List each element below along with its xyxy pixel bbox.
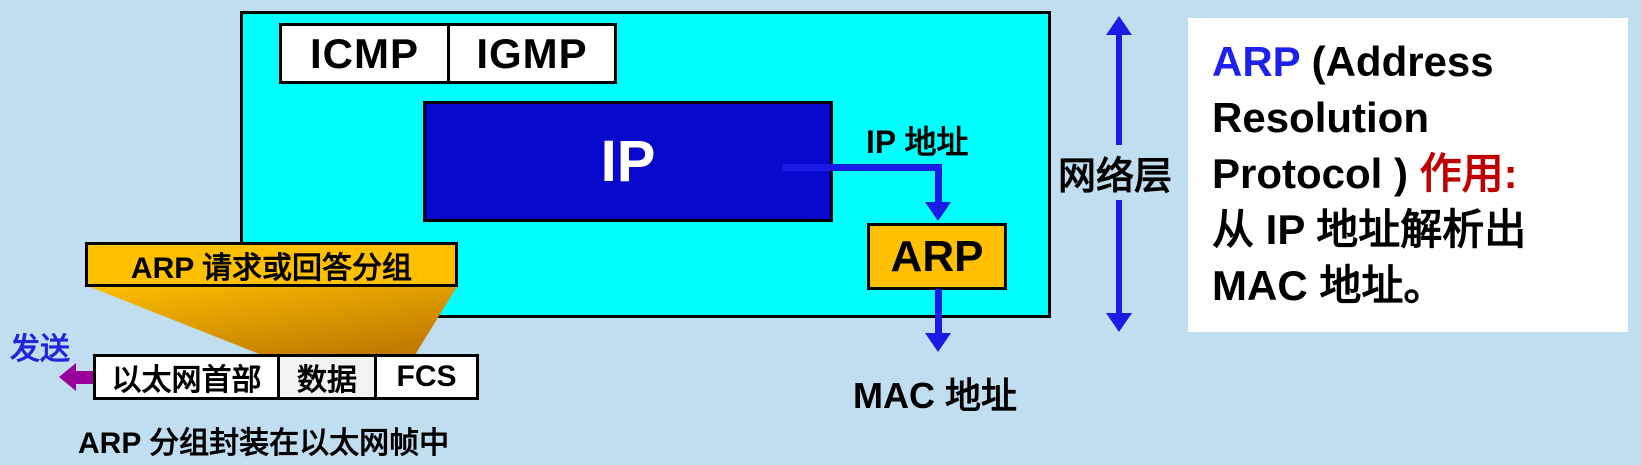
info-segment: ARP [1212, 38, 1300, 85]
arp-box-label: ARP [890, 231, 984, 281]
arp-box: ARP [867, 223, 1007, 290]
info-segment: Resolution [1212, 94, 1429, 141]
info-line: MAC 地址。 [1212, 258, 1618, 314]
info-line: Resolution [1212, 90, 1618, 146]
ip-address-label: IP 地址 [866, 124, 969, 160]
protocol-box-icmp: ICMP [279, 23, 450, 84]
info-line: ARP (Address [1212, 34, 1618, 90]
arrow-line [783, 164, 938, 171]
arrowhead-down-icon [925, 333, 951, 352]
ip-box-label: IP [600, 129, 656, 194]
mac-address-label: MAC 地址 [853, 375, 1017, 416]
info-segment: Protocol ) [1212, 150, 1420, 197]
arp-packet-callout-label: ARP 请求或回答分组 [130, 251, 413, 285]
info-segment: MAC 地址。 [1212, 262, 1446, 309]
arrowhead-down-icon [925, 202, 951, 221]
ip-box: IP [423, 101, 833, 222]
arp-packet-callout: ARP 请求或回答分组 [85, 242, 458, 287]
info-segment: (Address [1299, 38, 1494, 85]
frame-cell-data: 数据 [277, 354, 377, 400]
funnel-icon [85, 285, 458, 355]
arrowhead-down-icon [1106, 313, 1132, 332]
info-line: Protocol ) 作用: [1212, 146, 1618, 202]
frame-cell-fcs: FCS [374, 354, 479, 400]
caption-text: ARP 分组封装在以太网帧中 [78, 427, 450, 460]
arrow-line [935, 289, 942, 334]
network-layer-label: 网络层 [1056, 145, 1175, 200]
frame-cell-ethernet-header: 以太网首部 [93, 354, 280, 400]
arrowhead-left-icon [59, 363, 76, 391]
info-segment: 从 IP 地址解析出 [1212, 206, 1527, 253]
info-segment: 作用: [1419, 150, 1518, 197]
arrow-line [74, 371, 94, 384]
arrow-line [935, 164, 942, 204]
protocol-box-igmp: IGMP [447, 23, 617, 84]
arrowhead-up-icon [1106, 16, 1132, 35]
send-label: 发送 [10, 333, 70, 366]
info-line: 从 IP 地址解析出 [1212, 202, 1618, 258]
